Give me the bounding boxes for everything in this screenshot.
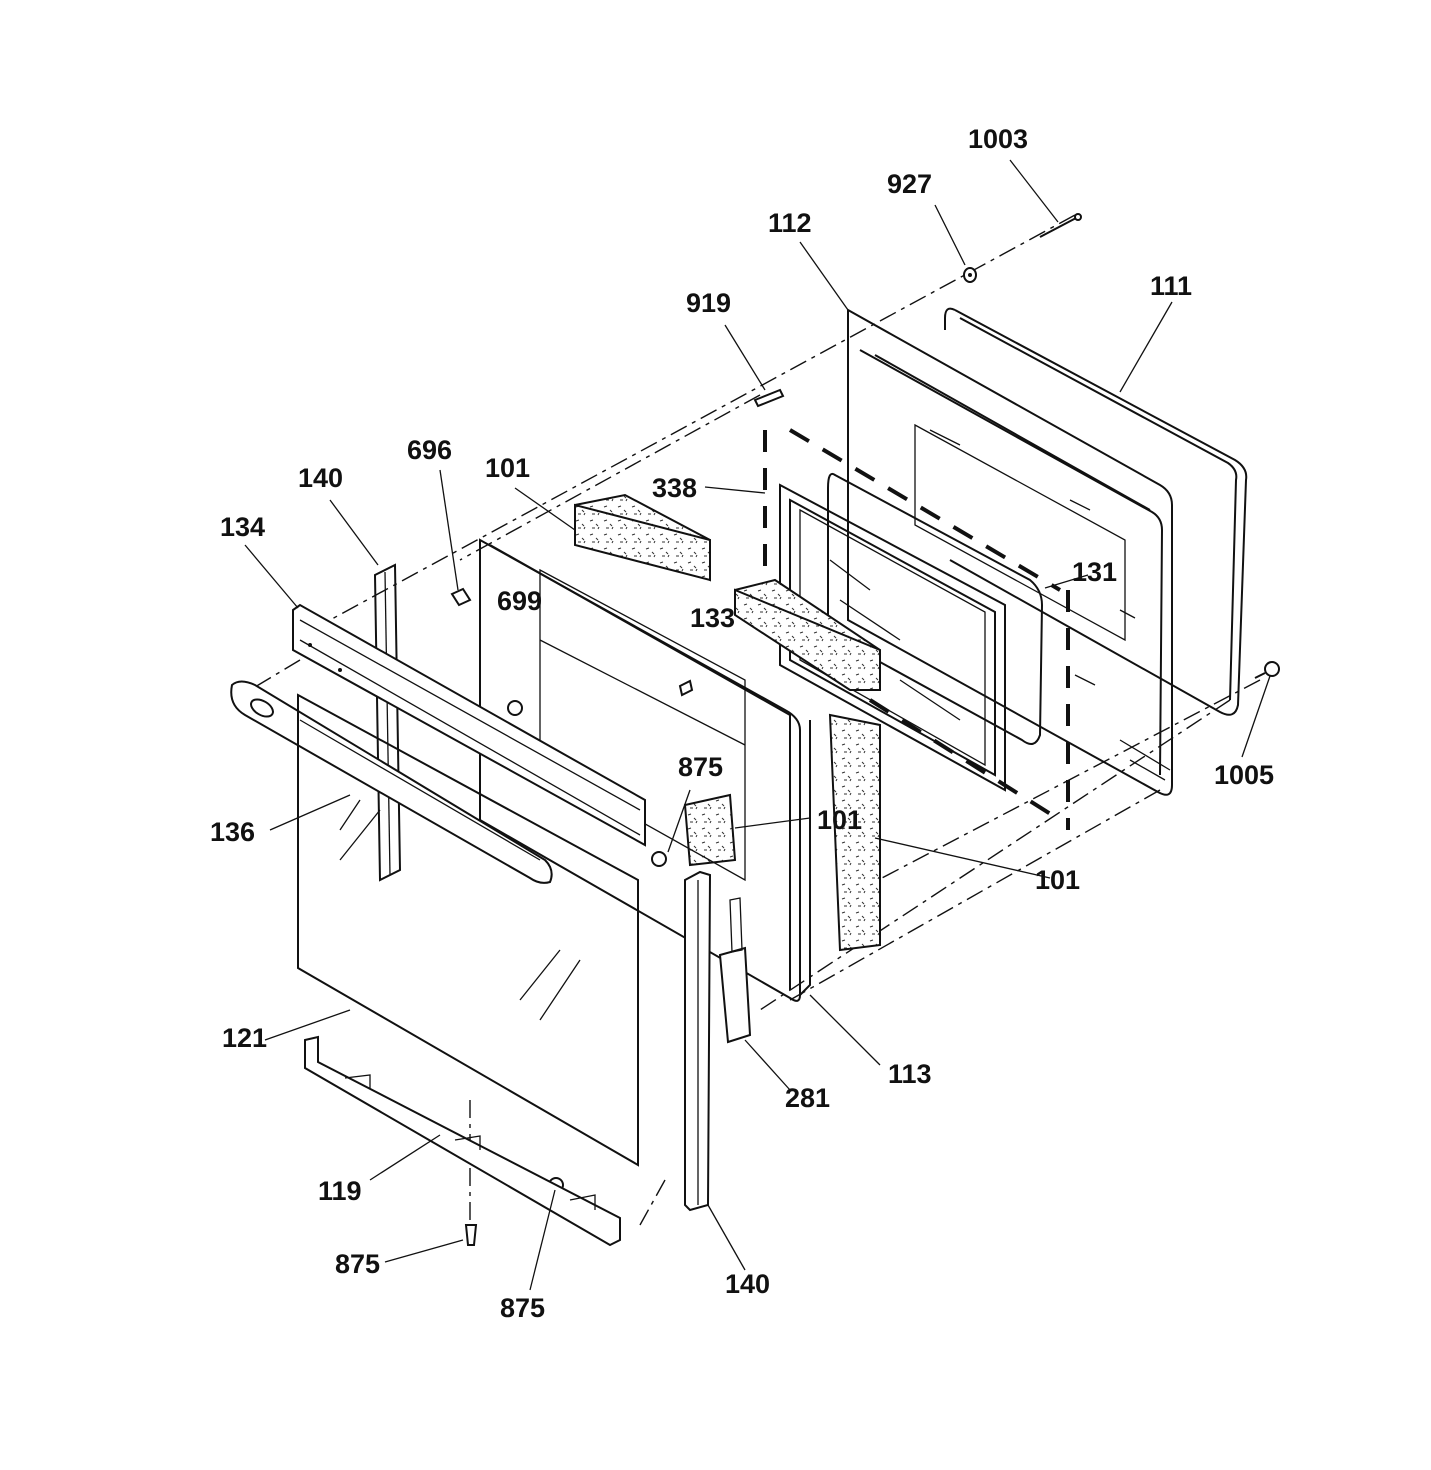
label-140-bottom: 140 bbox=[725, 1269, 770, 1299]
label-875-upper: 875 bbox=[678, 752, 723, 782]
pin-919 bbox=[753, 388, 785, 408]
gasket-111 bbox=[944, 307, 1248, 716]
side-trim-140-left bbox=[373, 563, 402, 882]
inner-liner-112 bbox=[847, 308, 1173, 796]
control-trim-134 bbox=[292, 603, 646, 847]
window-seal-131 bbox=[827, 472, 1044, 745]
label-112: 112 bbox=[768, 208, 812, 238]
label-1005: 1005 bbox=[1214, 760, 1274, 790]
label-1003: 1003 bbox=[968, 124, 1028, 154]
label-338: 338 bbox=[652, 473, 697, 503]
alignment-lines bbox=[249, 214, 1261, 1226]
bottom-bracket-119 bbox=[304, 1035, 621, 1247]
screw-1003 bbox=[1039, 213, 1082, 238]
hinge-281 bbox=[718, 897, 752, 1044]
label-875-bracket: 875 bbox=[500, 1293, 545, 1323]
label-111: 111 bbox=[1150, 271, 1192, 301]
screw-875-bottom bbox=[464, 1224, 478, 1246]
washer-927 bbox=[963, 267, 977, 283]
label-927: 927 bbox=[887, 169, 932, 199]
label-281: 281 bbox=[785, 1083, 830, 1113]
inner-panel-113 bbox=[479, 538, 811, 1002]
label-133: 133 bbox=[690, 603, 735, 633]
label-101-right: 101 bbox=[1035, 865, 1080, 895]
label-875-bottom: 875 bbox=[335, 1249, 380, 1279]
label-699: 699 bbox=[497, 586, 542, 616]
label-134: 134 bbox=[220, 512, 265, 542]
screw-699 bbox=[507, 700, 523, 716]
label-919: 919 bbox=[686, 288, 731, 318]
clip-133 bbox=[678, 679, 694, 697]
label-131: 131 bbox=[1072, 557, 1117, 587]
label-101-top: 101 bbox=[485, 453, 530, 483]
label-696: 696 bbox=[407, 435, 452, 465]
label-113: 113 bbox=[888, 1059, 932, 1089]
label-101-mid: 101 bbox=[817, 805, 862, 835]
label-119: 119 bbox=[318, 1176, 362, 1206]
label-121: 121 bbox=[222, 1023, 267, 1053]
screw-696 bbox=[450, 587, 472, 607]
label-140-top: 140 bbox=[298, 463, 343, 493]
part-labels: 1003 927 112 111 919 696 140 101 338 134… bbox=[210, 124, 1274, 1323]
side-trim-140-right bbox=[684, 870, 712, 1212]
screw-1005 bbox=[1254, 661, 1280, 679]
insulation-101-top bbox=[574, 493, 711, 582]
leader-lines bbox=[244, 159, 1271, 1291]
handle-136 bbox=[230, 680, 553, 884]
screw-875-upper bbox=[651, 851, 667, 867]
label-136: 136 bbox=[210, 817, 255, 847]
insulation-101-small bbox=[683, 793, 737, 867]
outer-glass-121 bbox=[297, 693, 639, 1167]
insulation-101-right bbox=[734, 578, 881, 952]
